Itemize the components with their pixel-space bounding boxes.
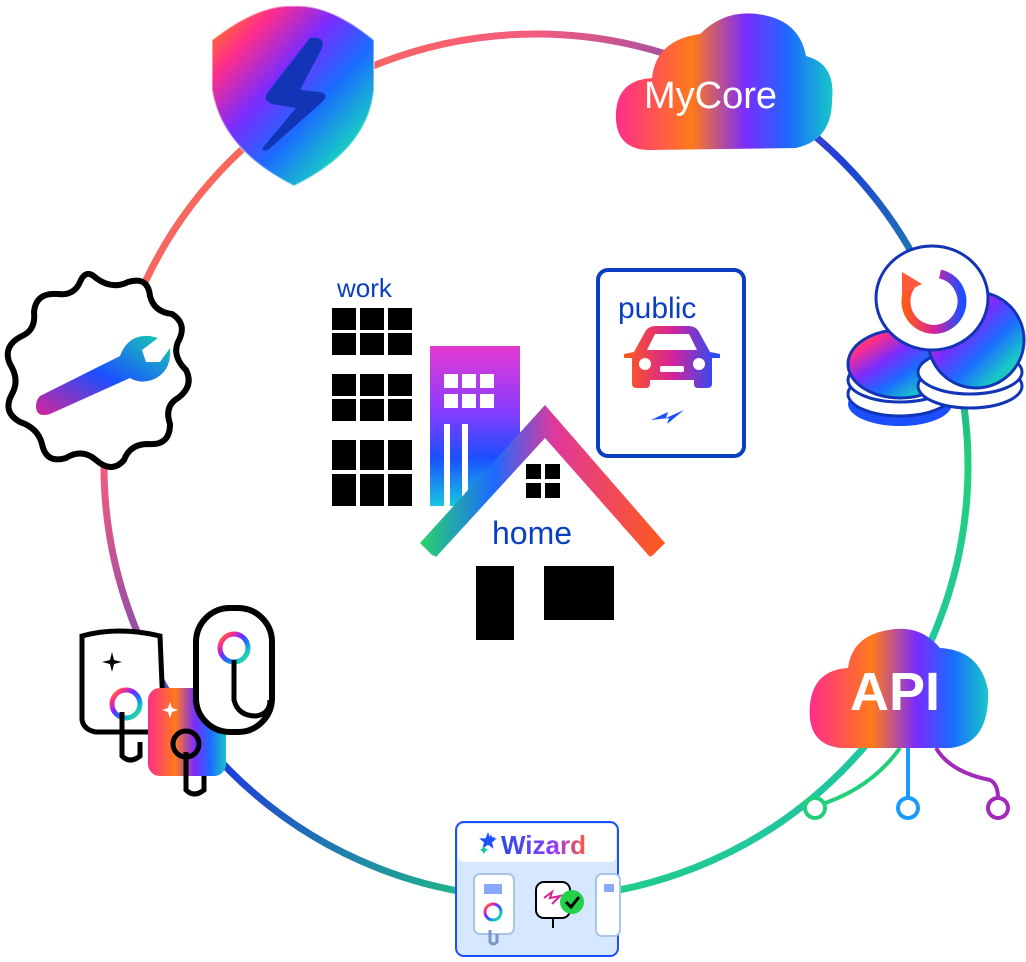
wizard-label: Wizard xyxy=(501,830,586,860)
public-label: public xyxy=(618,292,696,325)
api-label: API xyxy=(850,662,940,722)
mycore-label: MyCore xyxy=(644,75,777,117)
svg-text:✦: ✦ xyxy=(478,842,490,858)
home-label: home xyxy=(492,515,572,551)
public-charging-sign xyxy=(596,268,746,458)
wall-charger-icon xyxy=(79,605,275,797)
wizard-panel-icon[interactable]: ✦ ★ xyxy=(455,821,621,957)
work-label: work xyxy=(336,273,393,303)
coin-stack-refresh-icon xyxy=(846,244,1026,426)
ev-car-icon xyxy=(624,326,720,424)
mycore-cloud-icon xyxy=(615,13,833,150)
api-cloud-icon xyxy=(803,628,1010,820)
work-building-icon xyxy=(332,308,520,506)
wrench-badge-icon xyxy=(4,270,192,470)
svg-text:★: ★ xyxy=(486,833,496,845)
lightning-shield-icon xyxy=(211,4,375,188)
home-house-icon xyxy=(420,405,665,640)
